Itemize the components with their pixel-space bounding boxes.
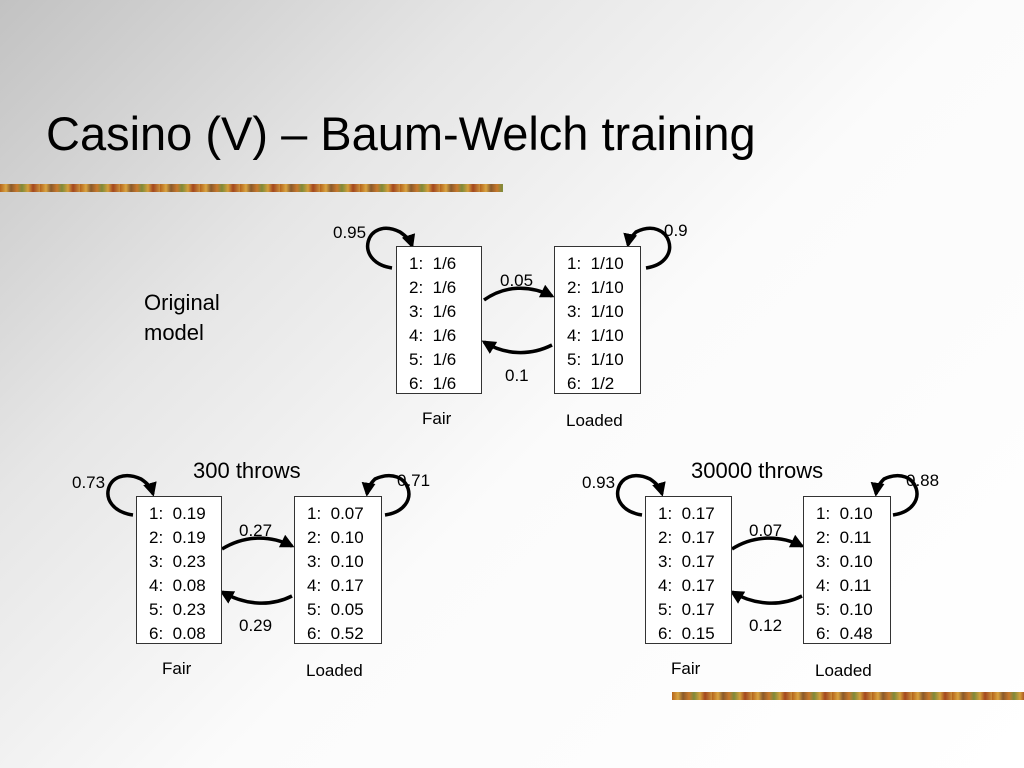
arrow-loaded-to-fair-original xyxy=(481,340,553,355)
emission-row: 6: 1/6 xyxy=(409,374,457,393)
fair-state-box-original: 1: 1/6 2: 1/6 3: 1/6 4: 1/6 5: 1/6 6: 1/… xyxy=(396,246,482,394)
decorative-band-top xyxy=(0,184,503,192)
fair-state-box-300: 1: 0.19 2: 0.19 3: 0.23 4: 0.08 5: 0.23 … xyxy=(136,496,222,644)
transition-fair-to-loaded-300: 0.27 xyxy=(239,521,273,540)
emission-row: 1: 0.07 xyxy=(307,504,364,523)
fair-state-box-30000: 1: 0.17 2: 0.17 3: 0.17 4: 0.17 5: 0.17 … xyxy=(645,496,732,644)
emission-row: 4: 0.11 xyxy=(816,576,872,595)
fair-label-300: Fair xyxy=(162,659,192,678)
loaded-state-box-300: 1: 0.07 2: 0.10 3: 0.10 4: 0.17 5: 0.05 … xyxy=(294,496,382,644)
emission-row: 4: 0.17 xyxy=(307,576,364,595)
emission-row: 3: 1/10 xyxy=(567,302,624,321)
emission-row: 2: 0.17 xyxy=(658,528,715,547)
emission-row: 2: 0.10 xyxy=(307,528,364,547)
transition-loaded-to-fair-30000: 0.12 xyxy=(749,616,783,635)
emission-row: 3: 0.23 xyxy=(149,552,206,571)
emission-row: 6: 0.08 xyxy=(149,624,206,643)
emission-row: 6: 0.15 xyxy=(658,624,715,643)
heading-30000-throws: 30000 throws xyxy=(691,458,824,483)
loaded-label-30000: Loaded xyxy=(815,661,872,680)
emission-row: 1: 1/6 xyxy=(409,254,457,273)
emission-row: 1: 0.10 xyxy=(816,504,873,523)
emission-row: 5: 0.17 xyxy=(658,600,715,619)
emission-row: 2: 1/6 xyxy=(409,278,457,297)
arrow-loaded-to-fair-30000 xyxy=(729,590,803,605)
emission-row: 3: 0.17 xyxy=(658,552,715,571)
arrow-fair-to-loaded-300 xyxy=(221,534,295,551)
transition-fair-to-loaded-original: 0.05 xyxy=(500,271,534,290)
self-transition-fair-original: 0.95 xyxy=(333,223,367,242)
emission-row: 3: 1/6 xyxy=(409,302,457,321)
emission-row: 1: 1/10 xyxy=(567,254,624,273)
self-loop-fair-300 xyxy=(106,473,157,517)
emission-row: 4: 1/10 xyxy=(567,326,624,345)
emission-row: 4: 1/6 xyxy=(409,326,457,345)
self-loop-fair-original xyxy=(365,226,416,270)
loaded-state-box-30000: 1: 0.10 2: 0.11 3: 0.10 4: 0.11 5: 0.10 … xyxy=(803,496,891,644)
emission-row: 5: 0.05 xyxy=(307,600,364,619)
emission-row: 5: 1/6 xyxy=(409,350,457,369)
transition-loaded-to-fair-300: 0.29 xyxy=(239,616,273,635)
emission-row: 6: 0.48 xyxy=(816,624,873,643)
self-loop-loaded-original xyxy=(623,226,672,270)
emission-row: 1: 0.17 xyxy=(658,504,715,523)
emission-row: 3: 0.10 xyxy=(816,552,873,571)
original-model-label: Original model xyxy=(144,290,220,345)
emission-row: 5: 0.23 xyxy=(149,600,206,619)
transition-loaded-to-fair-original: 0.1 xyxy=(505,366,529,385)
arrow-loaded-to-fair-300 xyxy=(219,590,293,605)
loaded-state-box-original: 1: 1/10 2: 1/10 3: 1/10 4: 1/10 5: 1/10 … xyxy=(554,246,641,394)
fair-label-30000: Fair xyxy=(671,659,701,678)
arrow-fair-to-loaded-original xyxy=(482,284,555,302)
self-transition-loaded-original: 0.9 xyxy=(664,221,688,240)
self-loop-fair-30000 xyxy=(615,473,666,517)
heading-300-throws: 300 throws xyxy=(193,458,301,483)
emission-row: 4: 0.17 xyxy=(658,576,715,595)
emission-row: 6: 1/2 xyxy=(567,374,615,393)
emission-row: 2: 0.19 xyxy=(149,528,206,547)
self-transition-loaded-30000: 0.88 xyxy=(906,471,940,490)
fair-label-original: Fair xyxy=(422,409,452,428)
emission-row: 2: 1/10 xyxy=(567,278,624,297)
decorative-band-bottom xyxy=(672,692,1024,700)
emission-row: 1: 0.19 xyxy=(149,504,206,523)
emission-row: 6: 0.52 xyxy=(307,624,364,643)
transition-fair-to-loaded-30000: 0.07 xyxy=(749,521,783,540)
self-loop-loaded-30000 xyxy=(870,473,919,517)
self-transition-fair-300: 0.73 xyxy=(72,473,106,492)
emission-row: 5: 0.10 xyxy=(816,600,873,619)
self-transition-fair-30000: 0.93 xyxy=(582,473,616,492)
emission-row: 2: 0.11 xyxy=(816,528,872,547)
emission-row: 5: 1/10 xyxy=(567,350,624,369)
loaded-label-300: Loaded xyxy=(306,661,363,680)
arrow-fair-to-loaded-30000 xyxy=(731,534,805,551)
emission-row: 3: 0.10 xyxy=(307,552,364,571)
slide-title: Casino (V) – Baum-Welch training xyxy=(46,107,756,160)
emission-row: 4: 0.08 xyxy=(149,576,206,595)
self-loop-loaded-300 xyxy=(361,473,411,517)
loaded-label-original: Loaded xyxy=(566,411,623,430)
self-transition-loaded-300: 0.71 xyxy=(397,471,431,490)
